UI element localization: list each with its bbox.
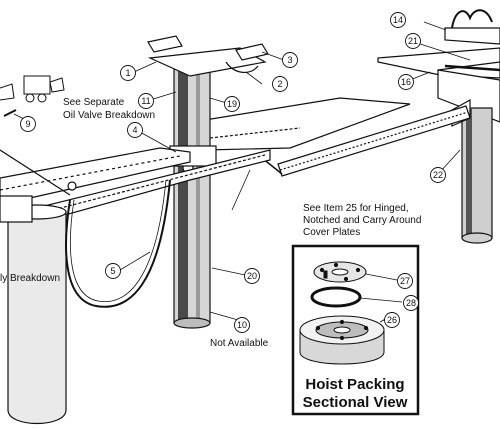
svg-text:26: 26 [387, 315, 397, 325]
inset-title-line2: Sectional View [303, 394, 408, 411]
callout-20: 20 [244, 268, 260, 284]
callout-19: 19 [224, 96, 240, 112]
svg-text:4: 4 [132, 125, 137, 135]
oil-valve-note-line2: Oil Valve Breakdown [63, 110, 155, 121]
callout-11: 11 [138, 93, 154, 109]
svg-text:16: 16 [401, 77, 411, 87]
left-cylinder [0, 149, 71, 425]
not-available-note: Not Available [210, 338, 269, 349]
callout-16: 16 [398, 74, 414, 90]
assembly-breakdown-note: ly Breakdown [0, 273, 60, 284]
packing-plate [313, 261, 367, 283]
callout-3: 3 [282, 52, 298, 68]
callout-1: 1 [120, 65, 136, 81]
callout-28: 28 [403, 295, 419, 311]
callout-9: 9 [20, 116, 36, 132]
callout-5: 5 [105, 263, 121, 279]
svg-text:14: 14 [393, 15, 403, 25]
callout-2: 2 [272, 76, 288, 92]
callout-4: 4 [127, 122, 143, 138]
oil-valve-note-line1: See Separate [63, 97, 125, 108]
svg-text:1: 1 [125, 68, 130, 78]
callout-10: 10 [234, 317, 250, 333]
callout-26: 26 [384, 312, 400, 328]
svg-text:28: 28 [406, 298, 416, 308]
svg-text:11: 11 [141, 96, 150, 106]
svg-text:22: 22 [433, 170, 443, 180]
inset-title-line1: Hoist Packing [305, 376, 404, 393]
svg-text:10: 10 [237, 320, 247, 330]
item25-note-line1: See Item 25 for Hinged, [303, 203, 409, 214]
svg-text:9: 9 [25, 119, 30, 129]
right-top-assembly [377, 9, 500, 123]
item25-note-line3: Cover Plates [303, 227, 360, 238]
callout-22: 22 [430, 167, 446, 183]
item25-note-line2: Notched and Carry Around [303, 215, 421, 226]
oil-valve-sketch [0, 75, 65, 117]
diagonal-tube [261, 105, 471, 177]
cylinder-head [299, 315, 385, 365]
svg-text:21: 21 [408, 36, 418, 46]
svg-text:19: 19 [227, 99, 237, 109]
callout-14: 14 [390, 12, 406, 28]
svg-text:20: 20 [247, 271, 257, 281]
hydraulic-hose [65, 179, 171, 308]
svg-text:5: 5 [110, 266, 115, 276]
svg-text:3: 3 [287, 55, 292, 65]
svg-text:2: 2 [277, 79, 282, 89]
callout-27: 27 [397, 273, 413, 289]
svg-text:27: 27 [400, 276, 410, 286]
hoist-packing-inset: 27 28 26 Hoist Packing Sectional View [291, 244, 420, 416]
o-ring [310, 286, 362, 308]
callout-21: 21 [405, 33, 421, 49]
